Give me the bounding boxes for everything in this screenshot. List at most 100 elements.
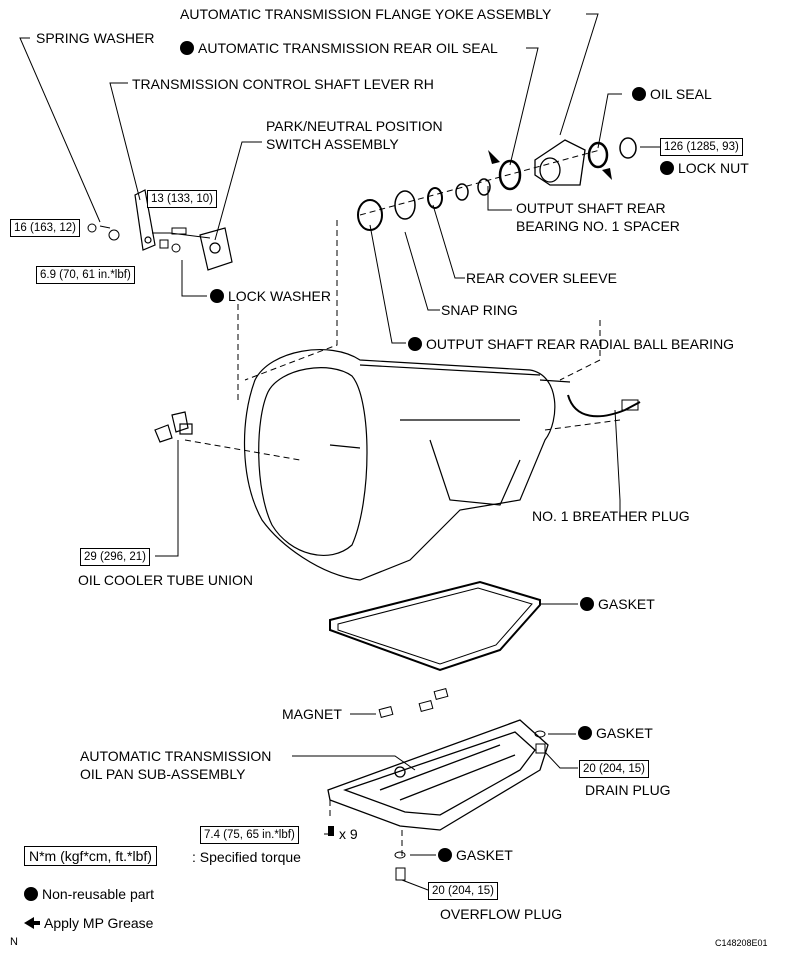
- legend-torque-unit: N*m (kgf*cm, ft.*lbf): [24, 846, 157, 866]
- label-lock-nut: LOCK NUT: [678, 160, 749, 176]
- torque-pan-bolts: 7.4 (75, 65 in.*lbf): [200, 826, 299, 844]
- leader-rear-oil-seal: [509, 47, 539, 166]
- magnet-part-2: [418, 699, 434, 713]
- footer-left: N: [10, 936, 18, 948]
- park-neutral-switch: [199, 227, 233, 271]
- label-park-neutral-1: PARK/NEUTRAL POSITION: [266, 118, 443, 134]
- transmission-case: [243, 349, 571, 581]
- torque-cooler-union: 29 (296, 21): [80, 548, 151, 566]
- leader-breather: [614, 409, 621, 512]
- label-bolt-count: x 9: [339, 826, 358, 842]
- leader-drain-plug: [544, 751, 578, 769]
- legend-torque-desc: : Specified torque: [192, 849, 301, 865]
- lock-washer-part: [171, 243, 181, 253]
- spacer-part-a: [455, 183, 469, 201]
- torque-switch-nut: 6.9 (70, 61 in.*lbf): [36, 266, 135, 284]
- torque-lock-nut: 126 (1285, 93): [660, 138, 743, 156]
- non-reusable-icon: [24, 887, 38, 901]
- label-overflow-plug: OVERFLOW PLUG: [440, 906, 563, 922]
- magnet-part-3: [433, 687, 449, 701]
- grease-arrow-icon: [24, 917, 40, 929]
- pan-gasket-inner: [337, 587, 533, 665]
- label-gasket-drain-row: GASKET: [578, 725, 653, 741]
- label-park-neutral-2: SWITCH ASSEMBLY: [266, 136, 399, 152]
- legend-non-reusable-row: Non-reusable part: [24, 886, 154, 902]
- switch-nut-part: [159, 239, 169, 249]
- label-oil-pan-2: OIL PAN SUB-ASSEMBLY: [80, 766, 246, 782]
- oil-pan-part: [327, 719, 549, 831]
- label-oil-seal: OIL SEAL: [650, 86, 712, 102]
- label-lock-washer-row: LOCK WASHER: [210, 288, 331, 304]
- label-lock-nut-row: LOCK NUT: [660, 160, 749, 176]
- label-flange-yoke: AUTOMATIC TRANSMISSION FLANGE YOKE ASSEM…: [180, 6, 552, 22]
- footer-code: C148208E01: [715, 938, 768, 948]
- leader-control-lever: [109, 82, 141, 201]
- label-gasket-overflow-row: GASKET: [438, 847, 513, 863]
- oil-cooler-unions: [154, 411, 193, 443]
- grease-arrow-rear-seal: [488, 150, 500, 164]
- label-oil-seal-row: OIL SEAL: [632, 86, 712, 102]
- leader-ball-bearing: [369, 224, 406, 344]
- breather-plug-end: [621, 399, 639, 411]
- overflow-plug-part: [395, 867, 406, 881]
- legend-non-reusable: Non-reusable part: [42, 886, 155, 902]
- overflow-gasket-part: [394, 851, 406, 859]
- label-ball-bearing-row: OUTPUT SHAFT REAR RADIAL BALL BEARING: [408, 336, 734, 352]
- rear-oil-seal-part: [498, 159, 522, 191]
- spacer-part-b: [477, 178, 491, 196]
- lock-nut-part: [619, 137, 637, 159]
- leader-spring-washer: [19, 37, 101, 223]
- leader-oil-pan: [292, 755, 416, 771]
- leader-switch-nut: [152, 232, 211, 239]
- magnet-part-1: [378, 705, 394, 719]
- breather-plug-part: [567, 394, 641, 418]
- label-oil-cooler-union: OIL COOLER TUBE UNION: [78, 572, 254, 588]
- non-reusable-icon: [578, 726, 592, 740]
- snap-ring-part: [394, 190, 416, 220]
- leader-snap-ring: [404, 231, 440, 311]
- legend-grease-row: Apply MP Grease: [24, 915, 153, 931]
- oil-seal-part: [587, 141, 609, 169]
- label-control-lever: TRANSMISSION CONTROL SHAFT LEVER RH: [132, 76, 434, 92]
- leader-cooler-union: [155, 440, 179, 557]
- non-reusable-icon: [660, 161, 674, 175]
- label-rear-oil-seal: AUTOMATIC TRANSMISSION REAR OIL SEAL: [198, 40, 498, 56]
- non-reusable-icon: [210, 289, 224, 303]
- pan-bolt-part: [328, 826, 334, 836]
- leader-rear-cover-sleeve: [432, 204, 465, 279]
- label-gasket-overflow: GASKET: [456, 847, 513, 863]
- label-gasket-pan-row: GASKET: [580, 596, 655, 612]
- label-ball-bearing: OUTPUT SHAFT REAR RADIAL BALL BEARING: [426, 336, 735, 352]
- torque-overflow-plug: 20 (204, 15): [428, 882, 499, 900]
- label-snap-ring: SNAP RING: [441, 302, 518, 318]
- spring-washer-part: [108, 229, 120, 241]
- torque-switch-bolt: 13 (133, 10): [147, 190, 218, 208]
- torque-lever-nut: 16 (163, 12): [10, 219, 81, 237]
- leader-park-switch: [214, 141, 262, 241]
- label-breather-plug: NO. 1 BREATHER PLUG: [532, 508, 690, 524]
- label-lock-washer: LOCK WASHER: [228, 288, 331, 304]
- label-oil-pan-1: AUTOMATIC TRANSMISSION: [80, 748, 272, 764]
- torque-drain-plug: 20 (204, 15): [579, 760, 650, 778]
- non-reusable-icon: [580, 597, 594, 611]
- non-reusable-icon: [408, 337, 422, 351]
- flange-yoke-part: [534, 139, 586, 186]
- label-rear-cover-sleeve: REAR COVER SLEEVE: [466, 270, 617, 286]
- label-spacer-2: BEARING NO. 1 SPACER: [516, 218, 680, 234]
- drain-gasket-part: [534, 730, 546, 738]
- lever-nut-part: [87, 223, 97, 233]
- leader-overflow-plug: [401, 879, 429, 891]
- non-reusable-icon: [632, 87, 646, 101]
- leader-flange-yoke: [559, 13, 599, 136]
- label-rear-oil-seal-row: AUTOMATIC TRANSMISSION REAR OIL SEAL: [180, 40, 498, 56]
- label-magnet: MAGNET: [282, 706, 342, 722]
- pan-gasket-part: [329, 580, 541, 672]
- switch-bolt-part: [171, 227, 187, 235]
- non-reusable-icon: [438, 848, 452, 862]
- non-reusable-icon: [180, 41, 194, 55]
- drain-plug-part: [535, 743, 546, 754]
- leader-lock-washer: [181, 260, 207, 297]
- label-gasket-pan: GASKET: [598, 596, 655, 612]
- radial-ball-bearing-part: [357, 199, 383, 231]
